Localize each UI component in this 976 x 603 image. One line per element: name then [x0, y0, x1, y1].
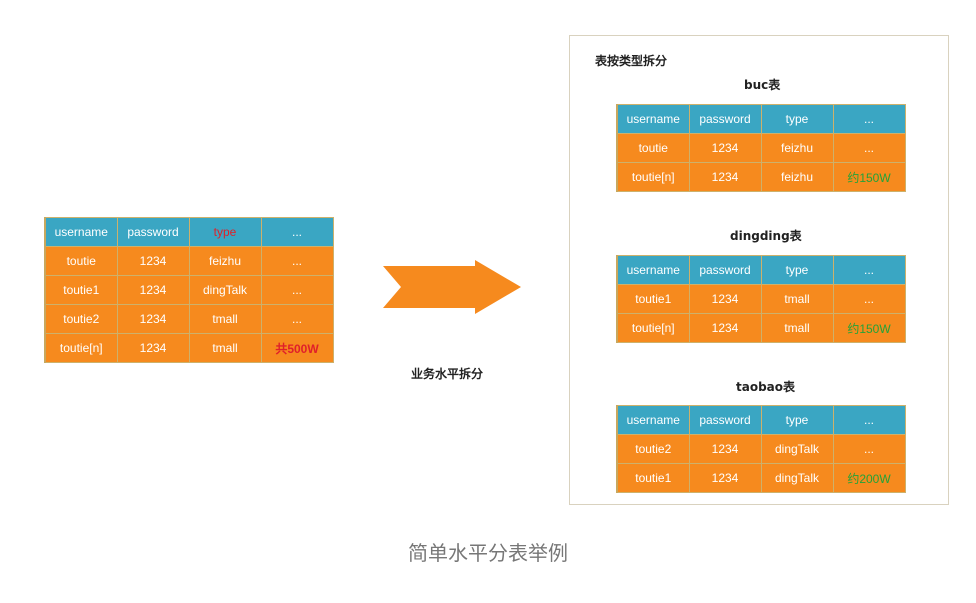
table-row: toutie[n] 1234 tmall 共500W — [44, 333, 334, 363]
column-header-more: ... — [832, 255, 906, 285]
cell-more: ... — [260, 275, 334, 305]
cell-username: toutie[n] — [44, 333, 118, 363]
table-header-row: username password type ... — [616, 104, 906, 134]
table-row: toutie[n] 1234 feizhu 约150W — [616, 162, 906, 192]
cell-type: dingTalk — [760, 434, 834, 464]
dingding-table: username password type ... toutie1 1234 … — [616, 255, 906, 343]
cell-password: 1234 — [116, 275, 190, 305]
source-table: username password type ... toutie 1234 f… — [44, 217, 334, 363]
buc-table: username password type ... toutie 1234 f… — [616, 104, 906, 192]
cell-more: ... — [832, 284, 906, 314]
table-header-row: username password type ... — [616, 255, 906, 285]
cell-type: tmall — [188, 304, 262, 334]
cell-approx-count: 约150W — [832, 313, 906, 343]
column-header-password: password — [688, 104, 762, 134]
column-header-type: type — [760, 255, 834, 285]
cell-username: toutie[n] — [616, 162, 690, 192]
cell-more: ... — [260, 246, 334, 276]
column-header-more: ... — [832, 405, 906, 435]
cell-password: 1234 — [688, 463, 762, 493]
cell-type: tmall — [760, 284, 834, 314]
split-label: 业务水平拆分 — [411, 367, 484, 381]
cell-type: feizhu — [188, 246, 262, 276]
cell-username: toutie1 — [44, 275, 118, 305]
cell-password: 1234 — [116, 304, 190, 334]
cell-total-count: 共500W — [260, 333, 334, 363]
table-header-row: username password type ... — [616, 405, 906, 435]
cell-type: tmall — [188, 333, 262, 363]
cell-more: ... — [260, 304, 334, 334]
cell-username: toutie[n] — [616, 313, 690, 343]
table-row: toutie1 1234 tmall ... — [616, 284, 906, 314]
column-header-more: ... — [260, 217, 334, 247]
cell-password: 1234 — [688, 434, 762, 464]
table-row: toutie[n] 1234 tmall 约150W — [616, 313, 906, 343]
cell-username: toutie — [44, 246, 118, 276]
cell-username: toutie1 — [616, 463, 690, 493]
cell-type: feizhu — [760, 162, 834, 192]
table-row: toutie2 1234 tmall ... — [44, 304, 334, 334]
column-header-username: username — [616, 104, 690, 134]
column-header-type: type — [760, 405, 834, 435]
table-name-buc: buc表 — [744, 78, 781, 92]
cell-username: toutie — [616, 133, 690, 163]
column-header-more: ... — [832, 104, 906, 134]
table-row: toutie 1234 feizhu ... — [616, 133, 906, 163]
column-header-username: username — [44, 217, 118, 247]
cell-username: toutie2 — [44, 304, 118, 334]
table-name-dingding: dingding表 — [730, 229, 802, 243]
cell-password: 1234 — [116, 333, 190, 363]
table-header-row: username password type ... — [44, 217, 334, 247]
column-header-type: type — [760, 104, 834, 134]
table-row: toutie 1234 feizhu ... — [44, 246, 334, 276]
column-header-type: type — [188, 217, 262, 247]
column-header-password: password — [688, 255, 762, 285]
cell-more: ... — [832, 434, 906, 464]
cell-password: 1234 — [688, 284, 762, 314]
cell-password: 1234 — [688, 162, 762, 192]
column-header-username: username — [616, 255, 690, 285]
cell-type: tmall — [760, 313, 834, 343]
table-row: toutie1 1234 dingTalk ... — [44, 275, 334, 305]
cell-approx-count: 约150W — [832, 162, 906, 192]
cell-type: dingTalk — [188, 275, 262, 305]
cell-username: toutie2 — [616, 434, 690, 464]
cell-username: toutie1 — [616, 284, 690, 314]
cell-password: 1234 — [688, 313, 762, 343]
panel-title: 表按类型拆分 — [595, 54, 668, 68]
cell-type: dingTalk — [760, 463, 834, 493]
figure-caption: 简单水平分表举例 — [408, 541, 568, 565]
table-row: toutie1 1234 dingTalk 约200W — [616, 463, 906, 493]
cell-type: feizhu — [760, 133, 834, 163]
column-header-password: password — [688, 405, 762, 435]
cell-approx-count: 约200W — [832, 463, 906, 493]
right-arrow-icon — [383, 260, 521, 314]
table-name-taobao: taobao表 — [736, 380, 796, 394]
column-header-username: username — [616, 405, 690, 435]
cell-password: 1234 — [116, 246, 190, 276]
cell-password: 1234 — [688, 133, 762, 163]
column-header-password: password — [116, 217, 190, 247]
taobao-table: username password type ... toutie2 1234 … — [616, 405, 906, 493]
cell-more: ... — [832, 133, 906, 163]
table-row: toutie2 1234 dingTalk ... — [616, 434, 906, 464]
